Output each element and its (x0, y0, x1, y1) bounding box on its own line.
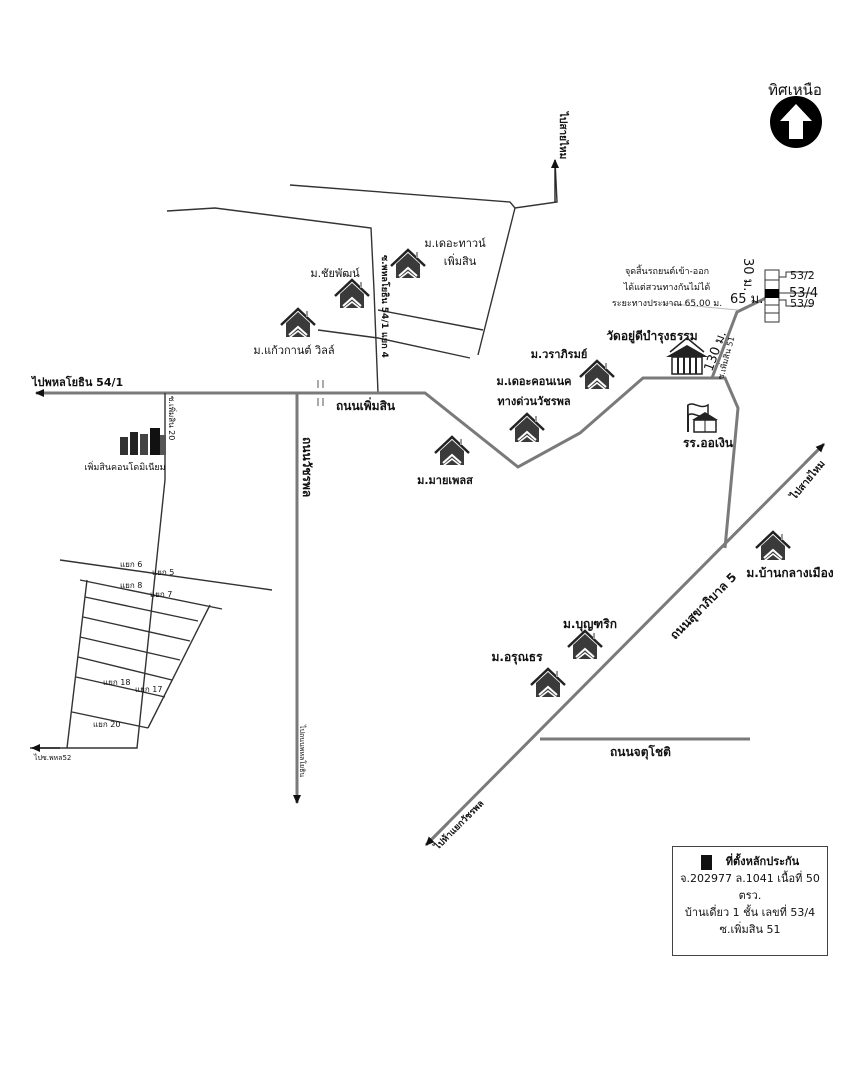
place-the-town-line1: ม.เดอะทาวน์ (424, 237, 486, 250)
house-icon-my-place (433, 435, 471, 468)
place-school: รร.ออเงิน (683, 436, 734, 450)
place-arunthon: ม.อรุณธร (491, 650, 543, 665)
place-ban-klang-mueang: ม.บ้านกลางเมือง (746, 566, 833, 580)
svg-text:จุดสิ้นรถยนต์เข้า-ออก: จุดสิ้นรถยนต์เข้า-ออก (625, 264, 709, 277)
svg-text:แยก 17: แยก 17 (135, 685, 162, 694)
road-label-soi-phoemsin-20: ซ.เพิ่มสิน 20 (167, 396, 178, 440)
distance-30m: 30 ม. (740, 258, 755, 291)
condo-icon (120, 428, 166, 455)
place-the-town-line2: เพิ่มสิน (444, 253, 477, 268)
plot-label-53-4: 53/4 (789, 286, 818, 301)
bridge-marker (317, 380, 324, 406)
place-condo: เพิ่มสินคอนโดมิเนียม (84, 460, 165, 473)
parking-note: จุดสิ้นรถยนต์เข้า-ออก ได้แต่สวนทางกันไม่… (612, 264, 722, 309)
house-icon-ban-klang-mueang (754, 530, 792, 563)
svg-text:แยก 18: แยก 18 (103, 678, 130, 687)
legend-title: ที่ตั้งหลักประกัน (725, 855, 800, 868)
north-label: ทิศเหนือ (768, 81, 822, 99)
road-sukhaphiban5[interactable] (426, 444, 824, 845)
road-the-town (377, 309, 484, 331)
svg-text:แยก 7: แยก 7 (150, 590, 172, 599)
road-phoemsin[interactable] (36, 376, 740, 549)
road-label-watcharaphon: ถนนวัชรพล (300, 437, 314, 497)
direction-saimai-right: ไปสายไหม (787, 457, 828, 502)
svg-text:แยก 8: แยก 8 (120, 581, 142, 590)
legend-line3: ซ.เพิ่มสิน 51 (719, 923, 781, 936)
collateral-plot[interactable] (765, 289, 779, 298)
place-the-connect-line2: ทางด่วนวัชรพล (497, 395, 570, 408)
north-arrow-icon (770, 96, 822, 148)
svg-text:ได้แต่สวนทางกันไม่ได้: ได้แต่สวนทางกันไม่ได้ (623, 282, 711, 293)
svg-text:แยก 5: แยก 5 (152, 568, 174, 577)
distance-65m: 65 ม. (730, 292, 763, 307)
place-my-place: ม.มายเพลส (417, 474, 473, 487)
temple-icon (666, 337, 708, 375)
place-temple: วัดอยู่ดีบำรุงธรรม (606, 329, 697, 344)
road-top-left (166, 207, 379, 394)
house-icon-waraphirom (578, 359, 616, 392)
soi-grid (30, 393, 273, 752)
house-icon-kaewkarn (279, 307, 317, 340)
house-icon-the-town (389, 248, 427, 281)
road-kaewkarn (317, 329, 471, 359)
svg-text:แยก 6: แยก 6 (120, 560, 142, 569)
plot-label-53-2: 53/2 (790, 269, 815, 282)
direction-phahon-52: ไปซ.พหล52 (33, 753, 71, 762)
road-top-right (289, 159, 558, 209)
north-arrow: ทิศเหนือ (768, 81, 822, 148)
road-label-phoemsin: ถนนเพิ่มสิน (336, 397, 396, 413)
collateral-marker-icon (700, 854, 712, 870)
plot-label-53-9: 53/9 (790, 297, 815, 310)
road-label-chatuchot: ถนนจตุโชติ (610, 744, 671, 760)
place-kaewkarn: ม.แก้วกานต์ วิลล์ (253, 344, 334, 357)
svg-text:แยก 20: แยก 20 (93, 720, 120, 729)
place-chaiyaphat: ม.ชัยพัฒน์ (310, 267, 360, 280)
place-waraphirom: ม.วราภิรมย์ (531, 348, 588, 361)
upper-roads (166, 159, 559, 394)
place-bunyarik: ม.บุญฑริก (563, 617, 617, 632)
school-icon (687, 403, 718, 433)
direction-phahon-54-1: ไปพหลโยธิน 54/1 (30, 375, 123, 389)
road-soi-phoemsin-51[interactable] (710, 294, 771, 379)
direction-phahonyothin: ไปถนนพหลโยธิน (298, 724, 307, 777)
place-the-connect-line1: ม.เดอะคอนเนค (497, 375, 572, 388)
svg-text:ระยะทางประมาณ 65.00 ม.: ระยะทางประมาณ 65.00 ม. (612, 299, 722, 309)
plot-strip (764, 269, 812, 323)
legend-line1: จ.202977 ล.1041 เนื้อที่ 50 ตรว. (680, 872, 820, 902)
house-icon-arunthon (529, 667, 567, 700)
house-icon-bunyarik (566, 629, 604, 662)
road-east-link (477, 207, 516, 356)
house-icon-the-connect (508, 412, 546, 445)
legend-box: ที่ตั้งหลักประกัน จ.202977 ล.1041 เนื้อท… (672, 846, 828, 956)
house-icon-chaiyaphat (333, 278, 371, 311)
legend-line2: บ้านเดี่ยว 1 ชั้น เลขที่ 53/4 (684, 906, 816, 919)
road-label-soi-phahon-54-1: ซ.พหลโยธิน 54/1 แยก 4 (379, 255, 391, 358)
soi-labels: แยก 6 แยก 5 แยก 8 แยก 7 แยก 18 แยก 17 แย… (93, 560, 174, 729)
direction-saimai-top: ไปสายไหม (557, 111, 570, 159)
direction-watcharaphon-junction: ไปห้าแยกวัชรพล (431, 798, 486, 853)
road-label-sukhaphiban5: ถนนสุขาภิบาล 5 (667, 570, 740, 643)
